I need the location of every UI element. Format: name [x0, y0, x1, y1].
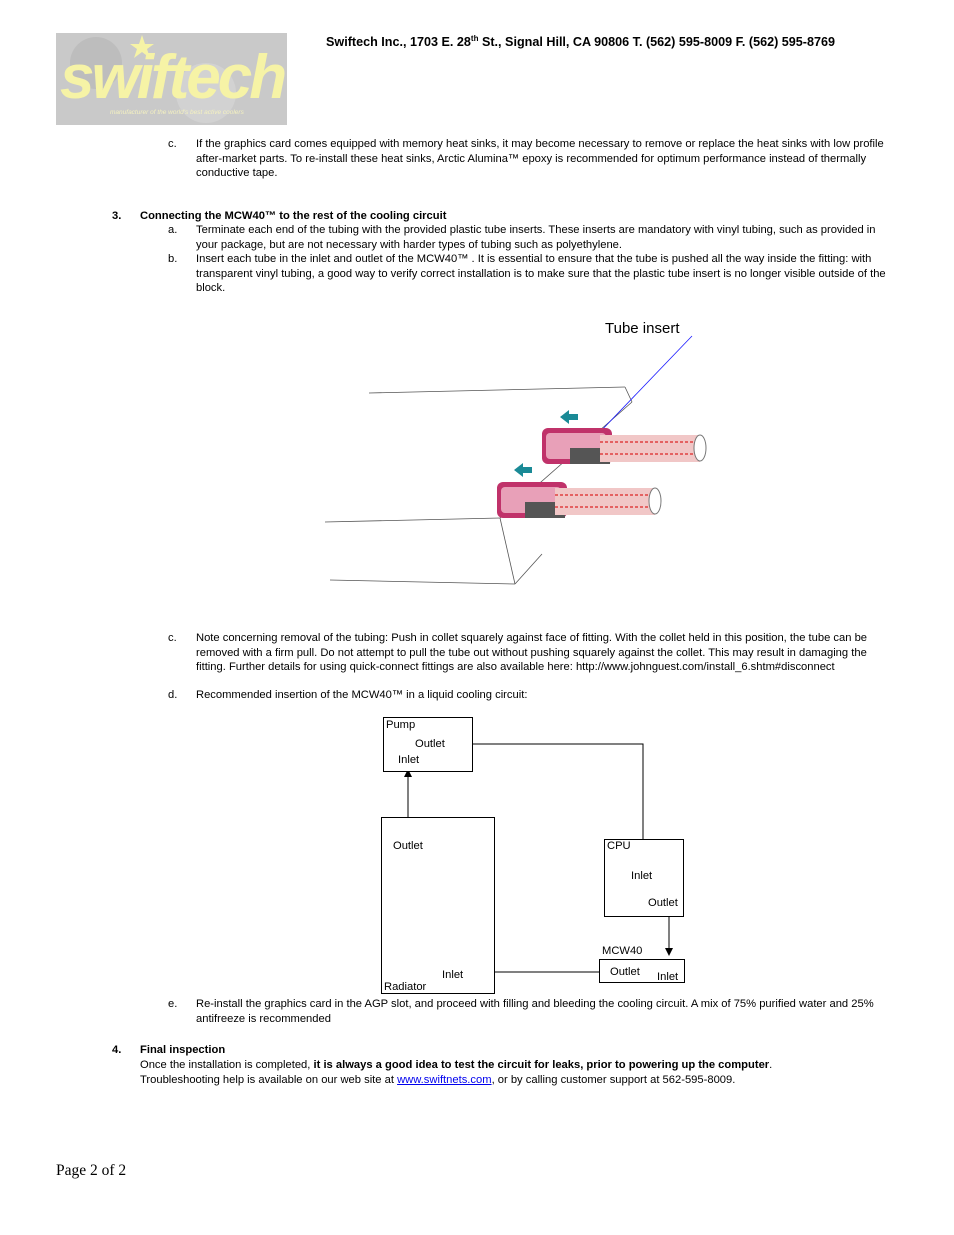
cpu-inlet-label: Inlet	[631, 870, 653, 882]
mcw40-outlet-label: Outlet	[610, 966, 640, 978]
header-superscript: th	[470, 34, 479, 43]
tubing-removal-paragraph: Note concerning removal of the tubing: P…	[196, 632, 868, 674]
troubleshooting-text: Troubleshooting help is available on our…	[140, 1073, 398, 1086]
website-link[interactable]: www.swiftnets.com	[397, 1073, 492, 1086]
section-number: 3.	[112, 210, 122, 222]
header-address-start: Swiftech Inc., 1703 E. 28	[326, 35, 471, 50]
tube-insert-label: Tube insert	[605, 320, 680, 337]
mcw40-box: Outlet Inlet	[599, 959, 685, 983]
support-phone-text: , or by calling customer support at 562-…	[491, 1073, 736, 1086]
pump-box: Pump Outlet Inlet	[383, 717, 473, 772]
pump-inlet-label: Inlet	[398, 754, 420, 766]
item-letter: c.	[168, 138, 177, 150]
logo-wordmark: swiftech	[60, 43, 287, 112]
lower-fitting-icon	[497, 463, 662, 518]
radiator-outlet-label: Outlet	[393, 840, 423, 852]
upper-fitting-icon	[542, 410, 707, 464]
final-inspection-paragraph: Once the installation is completed, it i…	[140, 1058, 900, 1087]
radiator-label: Radiator	[384, 981, 427, 993]
company-header: Swiftech Inc., 1703 E. 28th St., Signal …	[326, 34, 835, 49]
logo-tagline: manufacturer of the world's best active …	[110, 109, 244, 116]
item-letter: a.	[168, 224, 178, 236]
cpu-box: CPU Inlet Outlet	[604, 839, 684, 917]
insert-tube-paragraph: Insert each tube in the inlet and outlet…	[196, 253, 886, 295]
section-title: Final inspection	[140, 1044, 226, 1056]
header-address-end: St., Signal Hill, CA 90806 T. (562) 595-…	[478, 35, 836, 50]
final-inspection-text: Once the installation is completed,	[140, 1059, 314, 1071]
radiator-inlet-label: Inlet	[442, 969, 464, 981]
cpu-outlet-label: Outlet	[648, 897, 678, 909]
logo-background-icon	[70, 35, 236, 123]
swiftech-logo: swiftech manufacturer of the world's bes…	[56, 33, 287, 125]
radiator-box: Outlet Inlet Radiator	[381, 817, 495, 994]
cpu-label: CPU	[607, 840, 631, 852]
page-number: Page 2 of 2	[56, 1162, 127, 1179]
item-letter: c.	[168, 632, 177, 644]
item-letter: b.	[168, 253, 178, 265]
tube-insert-paragraph: Terminate each end of the tubing with th…	[196, 224, 876, 251]
recommended-insertion-text: Recommended insertion of the MCW40™ in a…	[196, 689, 528, 701]
memory-heatsink-paragraph: If the graphics card comes equipped with…	[196, 138, 884, 180]
leak-test-emphasis: it is always a good idea to test the cir…	[313, 1059, 770, 1071]
fitting-illustration	[324, 335, 707, 585]
item-letter: d.	[168, 689, 178, 701]
mcw40-inlet-label: Inlet	[657, 971, 679, 983]
final-inspection-period: .	[769, 1059, 773, 1071]
mcw40-label: MCW40	[602, 945, 643, 957]
item-letter: e.	[168, 998, 178, 1010]
section-number: 4.	[112, 1044, 122, 1056]
pump-outlet-label: Outlet	[415, 738, 445, 750]
section-title: Connecting the MCW40™ to the rest of the…	[140, 210, 447, 222]
reinstall-paragraph: Re-install the graphics card in the AGP …	[196, 998, 874, 1025]
pump-label: Pump	[386, 719, 416, 731]
